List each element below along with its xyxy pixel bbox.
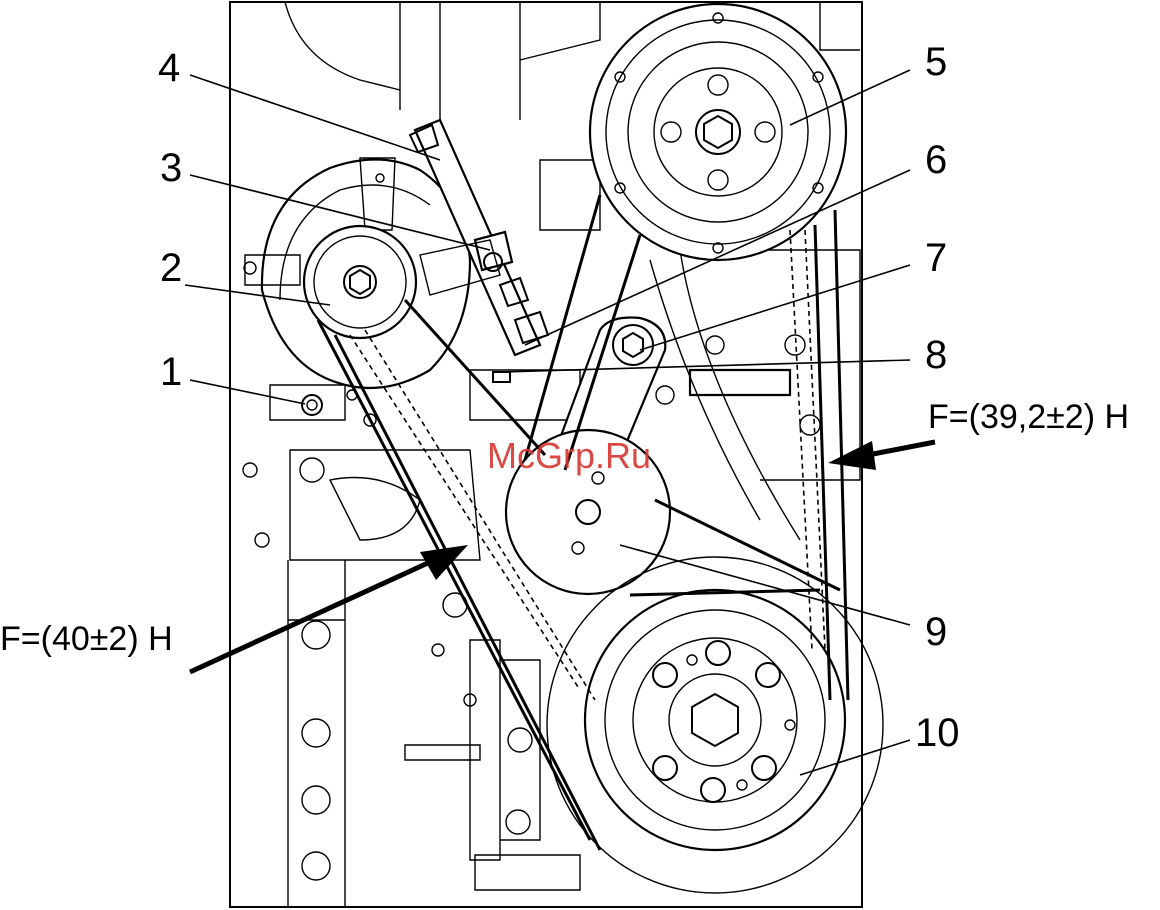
callout-1: 1 xyxy=(160,352,182,392)
pivot-bolt xyxy=(270,385,376,426)
callout-6: 6 xyxy=(925,140,947,180)
callout-7: 7 xyxy=(925,238,947,278)
callout-4: 4 xyxy=(158,48,180,88)
right-force-arrowhead xyxy=(828,441,876,470)
callout-5: 5 xyxy=(925,42,947,82)
compressor-pulley xyxy=(590,4,846,260)
callout-9: 9 xyxy=(925,612,947,652)
watermark-text: McGrp.Ru xyxy=(487,438,651,474)
left-force-arrowhead xyxy=(420,545,468,580)
alternator xyxy=(244,158,470,388)
left-force-arrow-shaft xyxy=(190,562,430,672)
force-label-left: F=(40±2) Н xyxy=(0,622,173,656)
force-label-right: F=(39,2±2) Н xyxy=(928,400,1129,434)
right-force-arrow-shaft xyxy=(868,442,935,455)
callout-8: 8 xyxy=(925,335,947,375)
callout-3: 3 xyxy=(160,148,182,188)
callout-2: 2 xyxy=(160,248,182,288)
callout-10: 10 xyxy=(915,713,960,753)
